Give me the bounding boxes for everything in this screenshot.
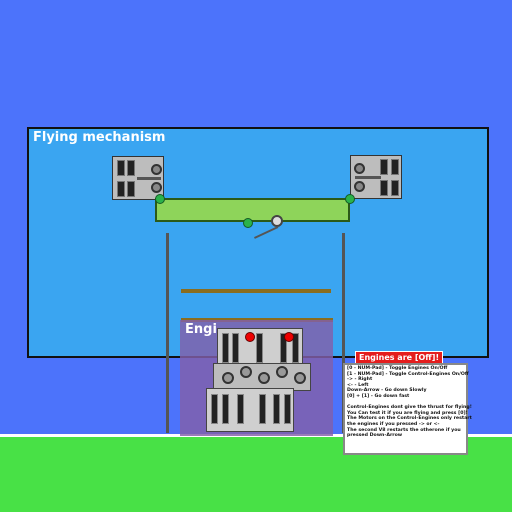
lower-v8-engine[interactable] — [206, 388, 294, 432]
cylinder — [280, 333, 287, 363]
help-line: [0] + [1] - Go down fast — [347, 393, 410, 399]
help-line: [0 - NUM-Pad] - Toggle Engines On/Off — [347, 366, 448, 371]
crank-bar — [137, 177, 161, 180]
piston — [391, 159, 399, 175]
help-line: The Motors on the Control-Engines only r… — [347, 416, 472, 422]
help-line: Down-Arrow - Go down Slowly — [347, 388, 427, 394]
cylinder — [222, 333, 229, 363]
center-joint — [243, 218, 253, 228]
piston — [380, 180, 388, 196]
engine-status-light-icon — [245, 332, 255, 342]
gear-icon — [258, 372, 270, 384]
cylinder — [232, 333, 239, 363]
gear-icon — [354, 163, 365, 174]
gear-icon — [294, 372, 306, 384]
gear-icon — [222, 372, 234, 384]
piston — [117, 181, 125, 197]
upper-shelf — [181, 289, 331, 293]
crank-bar — [355, 176, 381, 179]
gear-icon — [151, 164, 162, 175]
cylinder — [237, 394, 244, 424]
help-line: The second V8 restarts the otherone if y… — [347, 427, 461, 433]
help-line: <- - Left — [347, 382, 369, 388]
gear-icon — [151, 182, 162, 193]
engine-status-light-icon — [284, 332, 294, 342]
controls-help-box: [0 - NUM-Pad] - Toggle Engines On/Off[1 … — [343, 363, 472, 455]
cylinder — [284, 394, 291, 424]
piston — [117, 160, 125, 176]
left-post — [166, 233, 169, 433]
left-control-engine[interactable] — [112, 156, 164, 200]
help-line: pressed Down-Arrow — [347, 433, 403, 439]
help-line: Control-Engines dont give the thrust for… — [347, 405, 472, 411]
gear-icon — [276, 366, 288, 378]
help-line: the engines if you pressed -> or <- — [347, 421, 440, 427]
help-line: You Can test it if you are flying and pr… — [347, 410, 468, 416]
piston — [127, 160, 135, 176]
cylinder — [256, 333, 263, 363]
cylinder — [273, 394, 280, 424]
lift-beam[interactable] — [155, 198, 350, 222]
gear-icon — [354, 181, 365, 192]
cylinder — [211, 394, 218, 424]
cylinder — [292, 333, 299, 363]
piston — [380, 159, 388, 175]
right-joint — [345, 194, 355, 204]
piston — [127, 181, 135, 197]
gear-row — [213, 363, 311, 391]
engine-panel-title: Engi — [185, 322, 217, 337]
help-line: -> - Right — [347, 377, 373, 383]
right-control-engine[interactable] — [350, 155, 402, 199]
help-line: [1 - NUM-Pad] - Toggle Control-Engines O… — [347, 371, 469, 377]
piston — [391, 180, 399, 196]
flying-mechanism-title: Flying mechanism — [33, 130, 166, 145]
pivot-wheel[interactable] — [271, 215, 283, 227]
right-post — [342, 233, 345, 433]
left-joint — [155, 194, 165, 204]
gear-icon — [240, 366, 252, 378]
cylinder — [222, 394, 229, 424]
cylinder — [259, 394, 266, 424]
